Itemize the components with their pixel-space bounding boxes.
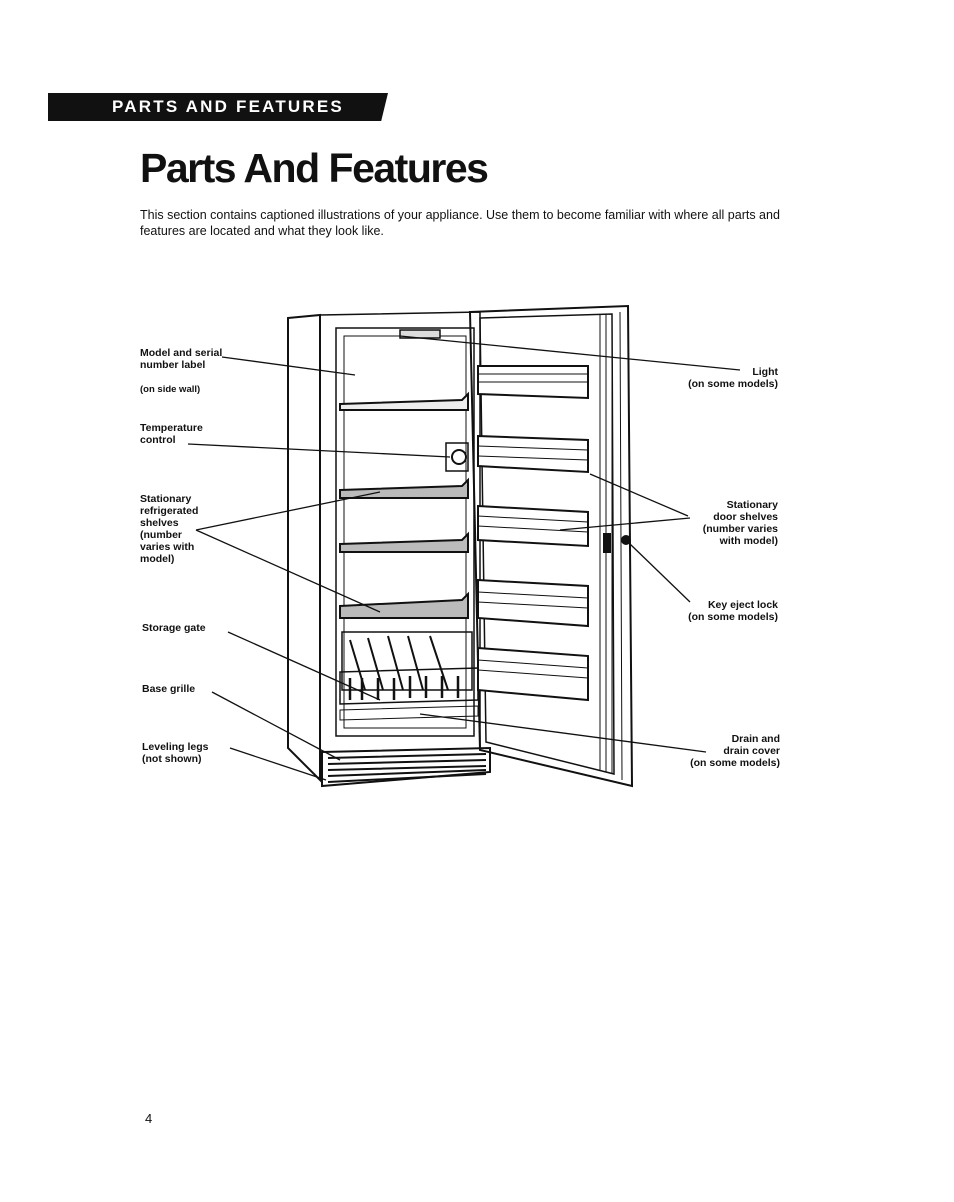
label-model-serial: Model and serial number label (on side w… (140, 347, 223, 395)
label-door-shelves: Stationary door shelves (number varies w… (702, 499, 778, 547)
section-banner: PARTS AND FEATURES (48, 93, 388, 121)
door (468, 304, 634, 788)
label-storage-gate: Storage gate (142, 622, 206, 634)
page-title: Parts And Features (140, 145, 489, 191)
label-refrigerated-shelves: Stationary refrigerated shelves (number … (140, 493, 199, 565)
intro-paragraph: This section contains captioned illustra… (140, 208, 780, 238)
leader-lines (187, 335, 741, 781)
label-leveling-legs: Leveling legs (not shown) (142, 741, 209, 765)
label-key-eject-lock: Key eject lock (on some models) (688, 599, 778, 623)
label-light: Light (on some models) (688, 366, 778, 390)
fridge-shelves (339, 391, 469, 619)
label-drain-cover: Drain and drain cover (on some models) (690, 733, 780, 769)
label-temperature-control: Temperature control (140, 422, 203, 446)
page-number: 4 (145, 1111, 153, 1126)
base-grille (321, 746, 491, 788)
label-base-grille: Base grille (142, 683, 196, 695)
